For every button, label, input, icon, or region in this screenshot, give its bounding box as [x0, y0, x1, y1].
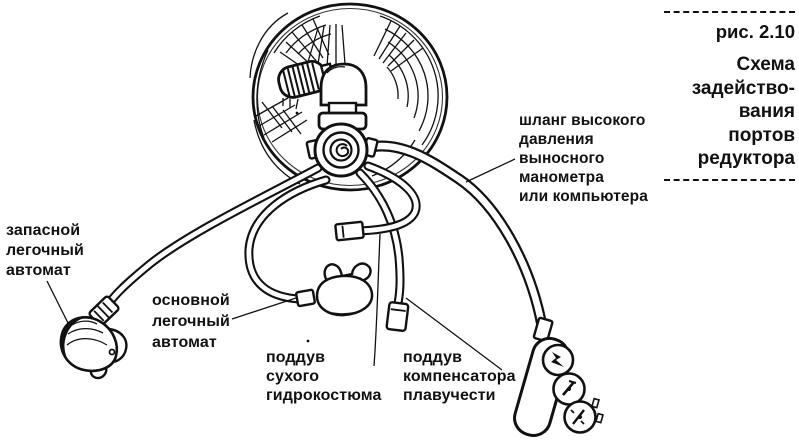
drysuit-inflator-hose	[352, 161, 421, 236]
figure-caption: рис. 2.10 Схема задейство- вания портов …	[664, 11, 795, 181]
depth-gauge	[552, 372, 586, 406]
ink-speck	[306, 339, 310, 343]
first-stage-spiral	[335, 143, 350, 158]
main-second-stage-drawing	[295, 262, 374, 317]
valve-body	[319, 62, 368, 107]
compass-gauge	[563, 400, 597, 434]
caption-divider-bottom	[664, 178, 795, 181]
leader-lines	[46, 158, 516, 371]
console-drawing	[513, 316, 604, 437]
high-pressure-hose	[360, 140, 548, 332]
label-drysuit-inflation: поддув сухого гидрокостюма	[266, 349, 382, 404]
leader-hp-hose	[465, 158, 516, 183]
hoses	[98, 140, 548, 332]
label-bc-inflation: поддув компенсатора плавучести	[403, 349, 516, 404]
pressure-gauge	[541, 343, 575, 377]
tank-valve-drawing	[277, 60, 368, 131]
spare-second-stage-drawing	[59, 295, 128, 380]
leader-main-regulator	[231, 297, 297, 320]
figure-title: Схема задейство- вания портов редуктора	[691, 54, 795, 169]
main-regulator-hose	[244, 175, 331, 304]
label-spare-regulator: запасной легочный автомат	[6, 222, 84, 279]
figure-number: рис. 2.10	[715, 21, 795, 42]
leader-drysuit	[373, 233, 381, 367]
spare-regulator-hose	[98, 163, 323, 318]
caption-divider-top	[664, 11, 795, 13]
bc-hose-fitting	[385, 301, 410, 332]
first-stage-drawing	[305, 122, 379, 178]
bc-inflator-hose	[355, 168, 405, 313]
label-main-regulator: основной легочный автомат	[152, 292, 230, 351]
leader-bc	[405, 297, 503, 371]
drysuit-hose-fitting	[334, 220, 365, 242]
label-hp-hose: шланг высокого давления выносного маноме…	[519, 112, 648, 205]
